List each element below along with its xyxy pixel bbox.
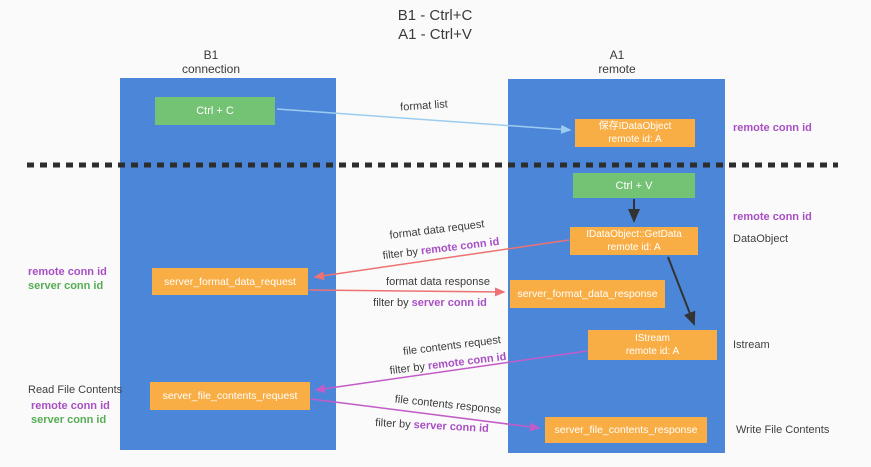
istream-line2: remote id: A	[625, 346, 680, 357]
diagram-title: B1 - Ctrl+C A1 - Ctrl+V	[330, 6, 540, 44]
server-format-data-response-label: server_format_data_response	[517, 288, 658, 300]
server-format-data-request-box: server_format_data_request	[152, 268, 308, 295]
read-file-contents-label: Read File Contents	[28, 384, 123, 396]
remote-conn-id-label-left2: remote conn id	[31, 400, 110, 412]
title-line-1: B1 - Ctrl+C	[397, 7, 473, 24]
format-data-response-arrow	[308, 287, 506, 297]
filter-by-prefix: filter by	[373, 297, 409, 309]
filter-by-prefix: filter by	[382, 245, 419, 263]
write-file-contents-label: Write File Contents	[736, 424, 830, 436]
istream-line1: IStream	[634, 333, 670, 344]
ctrl-v-label: Ctrl + V	[615, 179, 653, 192]
getdata-line1: IDataObject::GetData	[586, 229, 682, 240]
filter-server-conn-id: server conn id	[413, 419, 490, 435]
filter-by-server-conn-id-label-2: filter by server conn id	[375, 417, 489, 435]
remote-conn-id-label-left1: remote conn id	[28, 266, 107, 278]
ctrl-v-box: Ctrl + V	[573, 173, 695, 198]
file-contents-response-label: file contents response	[394, 393, 502, 417]
istream-side-label: Istream	[733, 339, 770, 351]
filter-remote-conn-id: remote conn id	[420, 235, 500, 258]
ctrl-c-box: Ctrl + C	[155, 97, 275, 125]
filter-server-conn-id: server conn id	[411, 297, 487, 309]
save-idataobject-box: 保存IDataObject remote id: A	[575, 119, 695, 147]
save-idataobject-line1: 保存IDataObject	[598, 121, 672, 132]
server-file-contents-response-box: server_file_contents_response	[545, 417, 707, 443]
column-a1-name: A1	[609, 48, 625, 62]
server-file-contents-request-label: server_file_contents_request	[162, 390, 298, 402]
filter-remote-conn-id: remote conn id	[427, 350, 507, 373]
format-list-label: format list	[399, 98, 449, 114]
column-b1-name: B1	[203, 48, 219, 62]
remote-conn-id-label-top: remote conn id	[733, 122, 812, 134]
server-conn-id-label-left2: server conn id	[31, 414, 107, 426]
idataobject-getdata-box: IDataObject::GetData remote id: A	[570, 227, 698, 255]
server-format-data-response-box: server_format_data_response	[510, 280, 665, 308]
istream-box: IStream remote id: A	[588, 330, 717, 360]
column-b1-subtitle: connection	[181, 62, 241, 76]
server-file-contents-response-label: server_file_contents_response	[554, 424, 698, 436]
server-format-data-request-label: server_format_data_request	[164, 275, 296, 288]
title-line-2: A1 - Ctrl+V	[398, 26, 472, 43]
filter-by-prefix: filter by	[389, 360, 426, 378]
save-idataobject-line2: remote id: A	[608, 134, 662, 145]
ctrl-c-label: Ctrl + C	[196, 105, 234, 117]
column-header-b1: B1 connection	[141, 48, 281, 76]
dataobject-label: DataObject	[733, 233, 789, 245]
column-header-a1: A1 remote	[547, 48, 687, 76]
getdata-line2: remote id: A	[607, 242, 661, 253]
filter-by-server-conn-id-label-1: filter by server conn id	[373, 297, 487, 309]
remote-conn-id-label-mid: remote conn id	[733, 211, 812, 223]
server-conn-id-label-left1: server conn id	[28, 280, 104, 292]
column-a1-subtitle: remote	[598, 62, 636, 76]
server-file-contents-request-box: server_file_contents_request	[150, 382, 310, 410]
format-data-response-label: format data response	[386, 276, 490, 288]
filter-by-prefix: filter by	[374, 417, 411, 431]
